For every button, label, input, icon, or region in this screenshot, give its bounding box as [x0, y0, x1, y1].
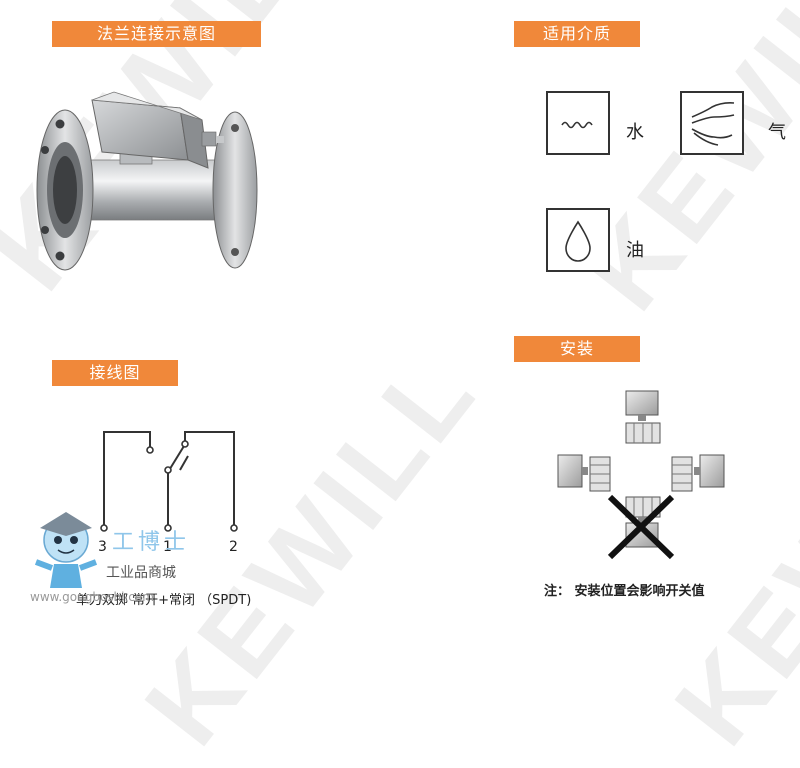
install-bottom-unit-crossed: [607, 494, 675, 560]
medium-label-gas: 气: [768, 122, 786, 143]
media-section-label: 适用介质: [514, 21, 640, 47]
wiring-caption: 单刀双掷 常开+常闭 （SPDT): [76, 593, 252, 608]
terminal-2-label: 2: [229, 539, 238, 555]
terminal-1-label: 1: [163, 539, 172, 555]
mascot-logo: [34, 512, 98, 588]
spdt-wiring-diagram: [100, 431, 238, 532]
install-note: 注： 安装位置会影响开关值: [544, 584, 705, 599]
install-right-unit: [671, 454, 725, 492]
medium-label-oil: 油: [626, 240, 644, 261]
install-section-label: 安装: [514, 336, 640, 362]
watermark: KEWILL: [561, 0, 800, 332]
gas-flow-icon: [691, 102, 735, 146]
logo-url: www.gongboshi.com: [30, 590, 154, 604]
flow-switch-illustration: [36, 91, 258, 271]
installation-orientations-diagram: [557, 390, 725, 560]
gas-icon-box: [680, 91, 744, 155]
water-wave-icon: [561, 121, 593, 129]
flange-section-label: 法兰连接示意图: [52, 21, 261, 47]
wiring-section-label: 接线图: [52, 360, 178, 386]
water-icon-box: [546, 91, 610, 155]
logo-subtitle: 工业品商城: [106, 565, 176, 581]
logo-brand: 工博士: [112, 530, 191, 555]
install-top-unit: [625, 390, 661, 444]
oil-icon-box: [546, 208, 610, 272]
oil-drop-icon: [565, 220, 591, 262]
install-left-unit: [557, 454, 611, 492]
medium-label-water: 水: [626, 122, 644, 143]
terminal-3-label: 3: [98, 539, 107, 555]
